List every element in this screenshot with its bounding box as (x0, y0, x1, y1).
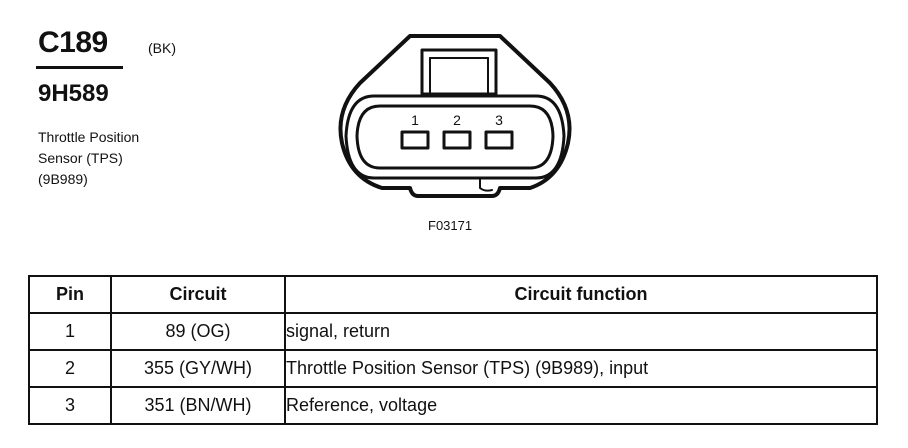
pin-label-2: 2 (453, 112, 461, 128)
table-header-row: Pin Circuit Circuit function (28, 275, 878, 314)
pin-cell: 1 (28, 312, 112, 351)
column-header-circuit: Circuit (110, 275, 286, 314)
table-row: 2 355 (GY/WH) Throttle Position Sensor (… (28, 349, 878, 388)
pinout-table: Pin Circuit Circuit function 1 89 (OG) s… (28, 275, 878, 425)
seal-ring-outer (344, 94, 566, 180)
column-header-pin: Pin (28, 275, 112, 314)
column-header-function: Circuit function (284, 275, 878, 314)
pin-label-1: 1 (411, 112, 419, 128)
connector-id-underline (36, 66, 123, 69)
circuit-cell: 89 (OG) (110, 312, 286, 351)
function-cell: Reference, voltage (284, 386, 878, 425)
table-row: 3 351 (BN/WH) Reference, voltage (28, 386, 878, 425)
part-number: 9H589 (38, 80, 109, 107)
locking-tab (420, 48, 498, 96)
connector-face-diagram: 1 2 3 (338, 34, 572, 198)
key-notch (479, 177, 493, 192)
pin-cavity-2 (442, 130, 472, 150)
pin-label-3: 3 (495, 112, 503, 128)
component-description-line-3: (9B989) (38, 171, 88, 187)
component-description-line-2: Sensor (TPS) (38, 150, 123, 166)
function-cell: signal, return (284, 312, 878, 351)
pin-cell: 3 (28, 386, 112, 425)
connector-id: C189 (38, 26, 108, 59)
pin-cavity-1 (400, 130, 430, 150)
seal-ring-inner (355, 104, 555, 170)
pin-cavity-3 (484, 130, 514, 150)
function-cell: Throttle Position Sensor (TPS) (9B989), … (284, 349, 878, 388)
pin-cell: 2 (28, 349, 112, 388)
circuit-cell: 351 (BN/WH) (110, 386, 286, 425)
connector-color: (BK) (148, 40, 176, 56)
connector-housing-outline (338, 34, 572, 198)
table-row: 1 89 (OG) signal, return (28, 312, 878, 351)
circuit-cell: 355 (GY/WH) (110, 349, 286, 388)
component-description-line-1: Throttle Position (38, 129, 140, 145)
figure-code: F03171 (428, 218, 473, 233)
